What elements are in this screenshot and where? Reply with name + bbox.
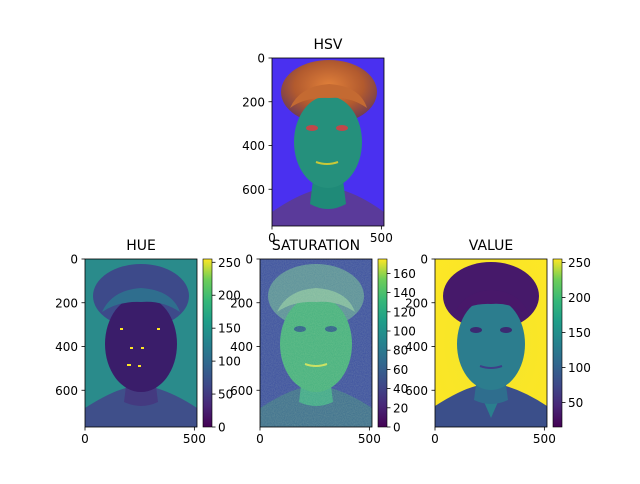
value-title: VALUE [469, 238, 513, 254]
x-tick-label: 500 [370, 231, 393, 245]
y-tick-label: 0 [257, 52, 265, 66]
colorbar-tick-label: 250 [568, 256, 591, 270]
colorbar-tick-label: 60 [393, 363, 408, 377]
hsv-image [272, 58, 384, 226]
y-tick-label: 0 [245, 253, 253, 267]
value-face [457, 298, 525, 390]
hue-title: HUE [126, 238, 156, 254]
x-tick-label: 0 [81, 432, 89, 446]
y-tick-label: 600 [242, 183, 265, 197]
y-tick-label: 200 [55, 296, 78, 310]
saturation-frame [259, 258, 373, 428]
hsv-right-eye [336, 125, 348, 131]
value-panel: VALUE 0 500 0 200 400 600 50 100 150 200 250 [405, 238, 591, 446]
x-tick-label: 0 [256, 432, 264, 446]
saturation-image [260, 259, 372, 427]
hue-clothing [85, 388, 197, 427]
value-right-eye [500, 327, 512, 333]
colorbar-tick-label: 100 [393, 325, 416, 339]
colorbar-tick-label: 200 [218, 289, 241, 303]
colorbar-tick-label: 0 [393, 421, 401, 435]
saturation-title: SATURATION [272, 238, 360, 254]
x-tick-label: 500 [358, 432, 381, 446]
hue-colorbar [202, 258, 213, 428]
y-tick-label: 400 [242, 139, 265, 153]
colorbar-tick-label: 100 [568, 361, 591, 375]
saturation-colorbar [377, 258, 388, 428]
colorbar-tick-label: 120 [393, 305, 416, 319]
hsv-face [294, 96, 362, 188]
y-tick-label: 200 [230, 296, 253, 310]
colorbar-tick-label: 200 [568, 291, 591, 305]
value-colorbar [552, 258, 563, 428]
colorbar-tick-label: 40 [393, 382, 408, 396]
hue-image [85, 259, 197, 427]
saturation-axes: 0 500 0 200 400 600 [230, 253, 381, 447]
hsv-frame [271, 57, 385, 227]
hsv-title: HSV [314, 37, 343, 53]
y-tick-label: 600 [230, 384, 253, 398]
value-frame [434, 258, 548, 428]
y-tick-label: 400 [55, 340, 78, 354]
colorbar-tick-label: 150 [218, 322, 241, 336]
colorbar-tick-label: 80 [393, 344, 408, 358]
saturation-texture [260, 259, 372, 427]
colorbar-tick-label: 0 [218, 421, 226, 435]
y-tick-label: 200 [405, 296, 428, 310]
value-axes: 0 500 0 200 400 600 [405, 253, 556, 447]
y-tick-label: 600 [405, 384, 428, 398]
colorbar-tick-label: 160 [393, 267, 416, 281]
colorbar-tick-label: 20 [393, 401, 408, 415]
y-tick-label: 200 [242, 95, 265, 109]
colorbar-tick-label: 140 [393, 286, 416, 300]
value-colorbar-ticks: 50 100 150 200 250 [562, 256, 591, 410]
hsv-hairline [290, 84, 367, 108]
colorbar-tick-label: 50 [568, 396, 583, 410]
saturation-colorbar-ticks: 0 20 40 60 80 100 120 140 160 [387, 267, 416, 435]
hue-eye-highlights [120, 328, 160, 367]
hue-face [105, 296, 177, 392]
x-tick-label: 0 [268, 231, 276, 245]
value-hairline [454, 290, 529, 316]
y-tick-label: 400 [230, 340, 253, 354]
colorbar-tick-label: 150 [568, 326, 591, 340]
hue-panel: HUE 0 500 0 200 400 600 0 50 100 150 200 250 [55, 238, 241, 446]
hsv-mouth [315, 161, 339, 165]
value-image [435, 259, 547, 427]
value-left-eye [470, 327, 482, 333]
y-tick-label: 0 [420, 253, 428, 267]
value-mouth [479, 365, 503, 369]
hsv-axes: 0 500 0 200 400 600 [242, 52, 393, 246]
x-tick-label: 0 [431, 432, 439, 446]
hue-hairline [102, 288, 180, 312]
y-tick-label: 0 [70, 253, 78, 267]
saturation-panel: SATURATION 0 500 0 200 400 600 0 20 40 60 80 100 12… [230, 238, 416, 446]
hue-axes: 0 500 0 200 400 600 [55, 253, 206, 447]
y-tick-label: 600 [55, 384, 78, 398]
hsv-left-eye [306, 125, 318, 131]
y-tick-label: 400 [405, 340, 428, 354]
x-tick-label: 500 [533, 432, 556, 446]
colorbar-tick-label: 100 [218, 355, 241, 369]
colorbar-tick-label: 50 [218, 388, 233, 402]
x-tick-label: 500 [183, 432, 206, 446]
colorbar-tick-label: 250 [218, 256, 241, 270]
hue-frame [84, 258, 198, 428]
hsv-panel: HSV 0 500 0 200 400 600 [242, 37, 393, 245]
hue-colorbar-ticks: 0 50 100 150 200 250 [212, 256, 241, 435]
